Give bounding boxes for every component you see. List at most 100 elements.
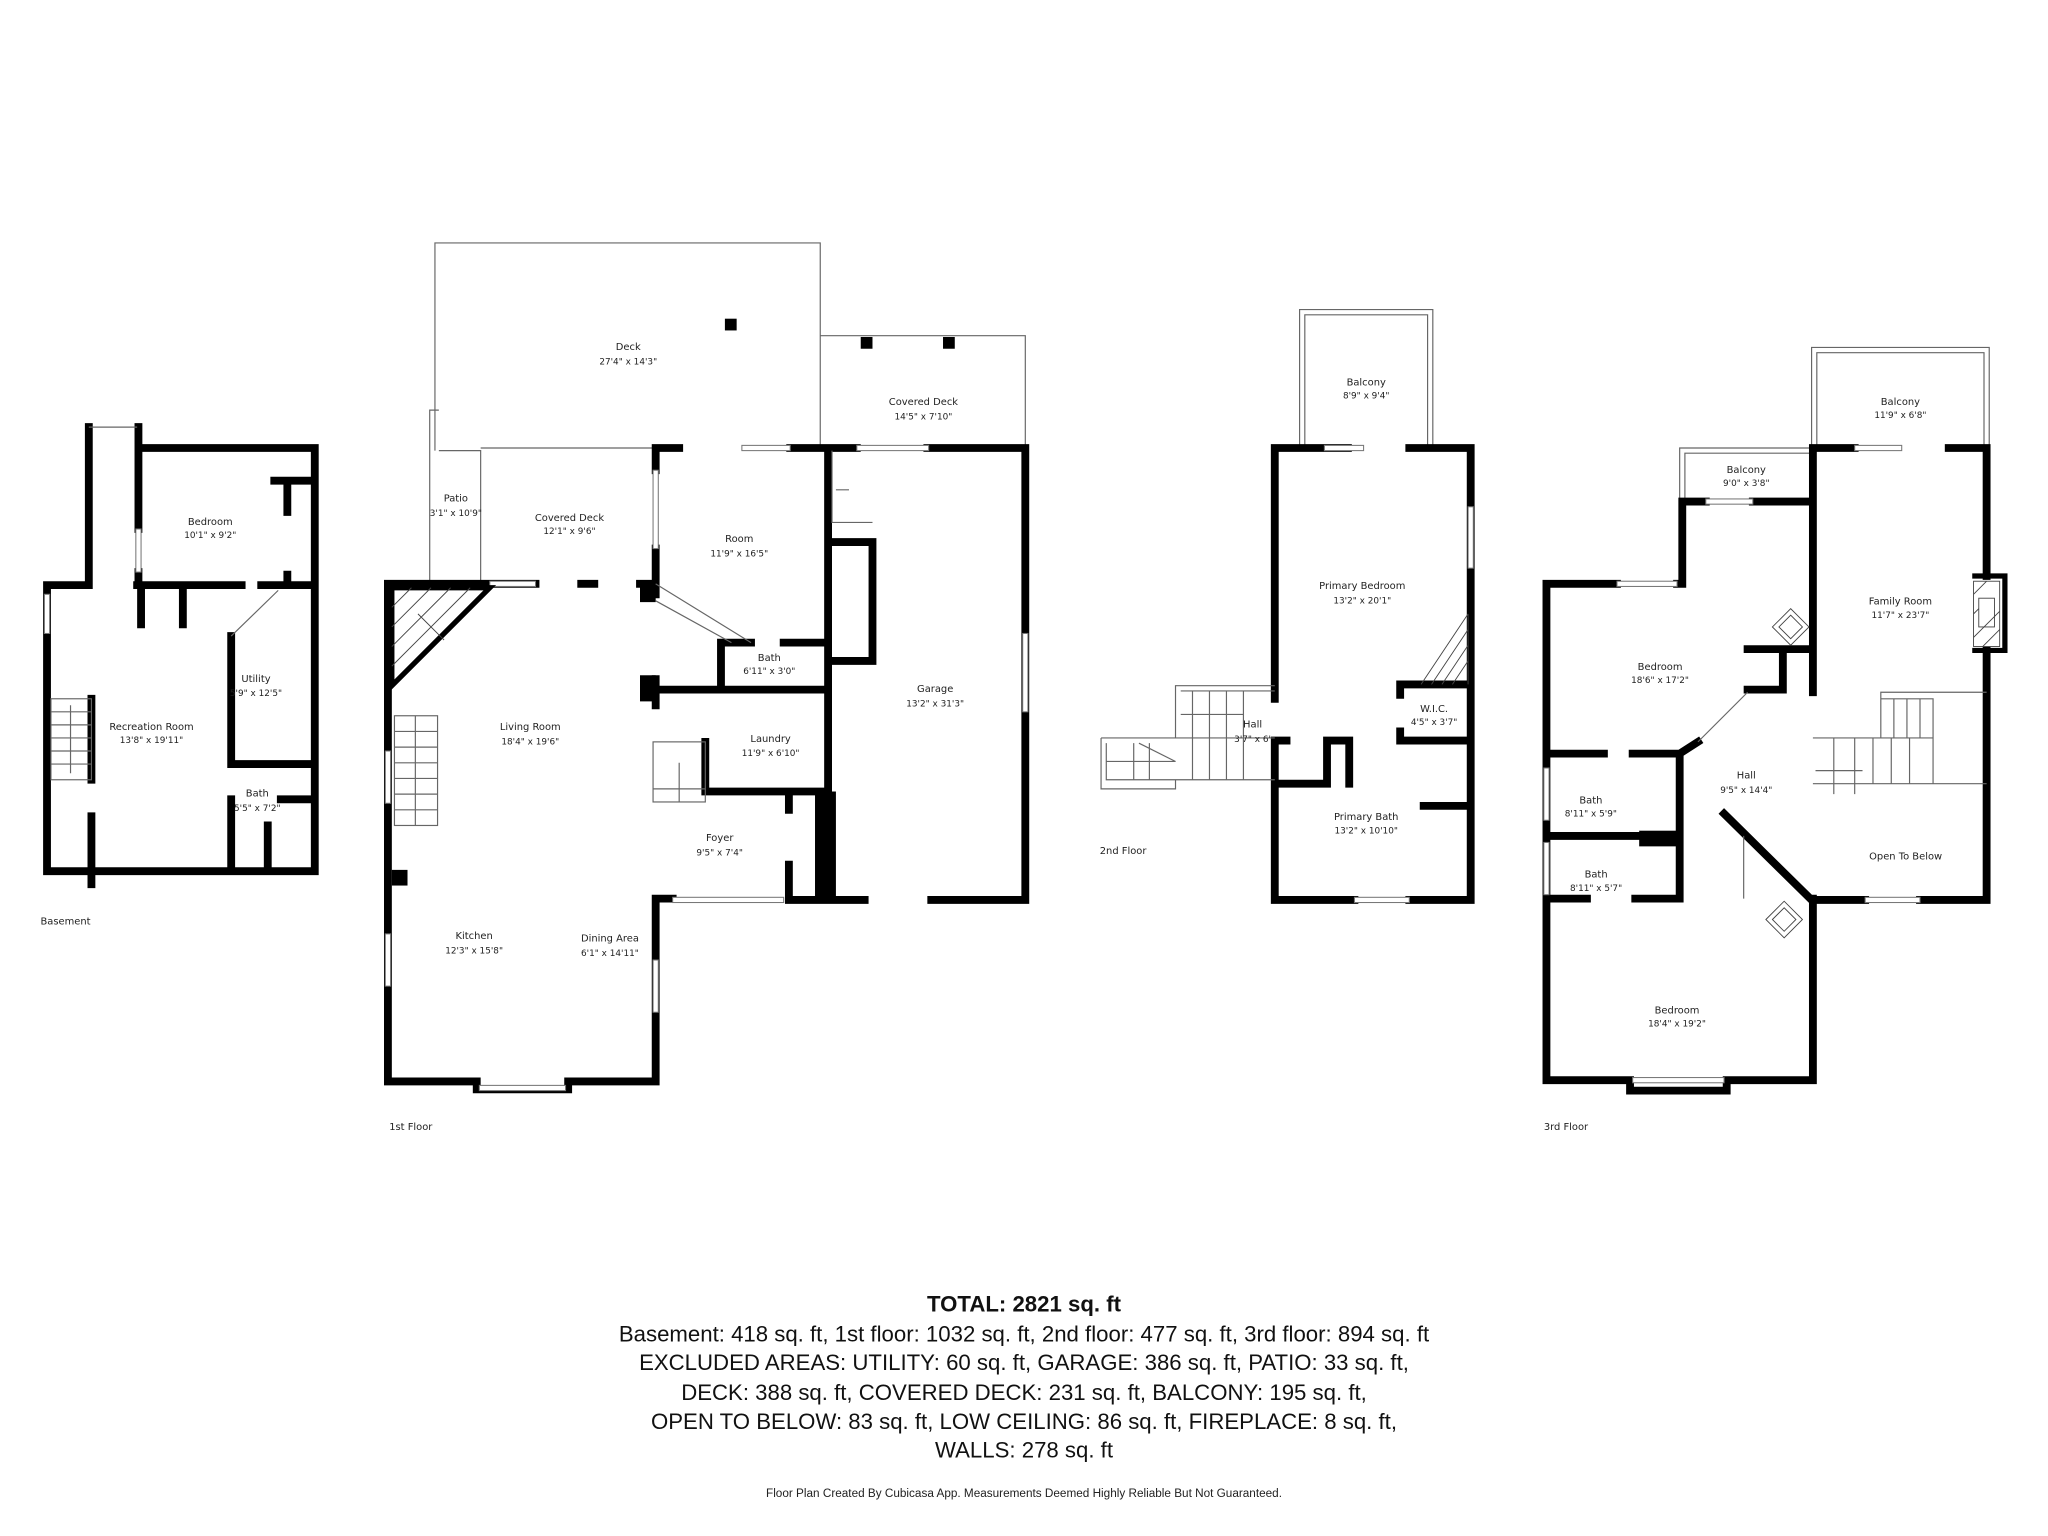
room-name: Dining Area (581, 934, 639, 945)
window (1543, 767, 1550, 821)
room-name: Kitchen (456, 931, 493, 942)
room-name: Bath (1585, 870, 1608, 881)
room-name: Bedroom (1655, 1006, 1700, 1017)
first-floor-walls (388, 0, 1306, 1089)
room-dims: 11'7" x 23'7" (1871, 611, 1929, 621)
window (1543, 841, 1550, 896)
room-name: Patio (444, 494, 468, 505)
window (384, 933, 392, 987)
garage-steps (831, 450, 873, 524)
wall-column (391, 869, 408, 886)
door-swing (1697, 691, 1749, 899)
room-name: Garage (917, 684, 953, 695)
floor-label-third: 3rd Floor (1544, 1122, 1589, 1133)
room-name: Primary Bath (1334, 812, 1398, 823)
room-name: Covered Deck (535, 513, 604, 524)
window (856, 444, 930, 452)
room-dims: 9'5" x 7'4" (696, 849, 743, 859)
area-summary: TOTAL: 2821 sq. ft Basement: 418 sq. ft,… (619, 1291, 1429, 1499)
room-name: Utility (241, 674, 270, 685)
low-ceiling-marker (1765, 608, 1810, 939)
room-name: Primary Bedroom (1319, 581, 1405, 592)
room-dims: 10'1" x 9'2" (184, 531, 236, 541)
window (1616, 580, 1678, 587)
room-name: Open To Below (1869, 851, 1942, 862)
wall-chase (815, 791, 836, 900)
low-ceiling-hatch (1420, 613, 1469, 685)
basement-plan: Bedroom 10'1" x 9'2" Utility 5'9" x 12'5… (40, 423, 319, 928)
room-dims: 12'3" x 15'8" (445, 946, 503, 956)
window (489, 580, 537, 587)
room-dims: 3'7" x 6' (1234, 735, 1271, 745)
room-dims: 9'5" x 14'4" (1720, 786, 1772, 796)
window (652, 959, 659, 1013)
room-dims: 18'4" x 19'2" (1648, 1020, 1706, 1030)
second-floor-stairs (1100, 685, 1275, 790)
room-name: Foyer (706, 833, 734, 844)
room-name: W.I.C. (1420, 704, 1448, 715)
room-dims: 14'5" x 7'10" (895, 412, 953, 422)
summary-line: OPEN TO BELOW: 83 sq. ft, LOW CEILING: 8… (651, 1409, 1397, 1434)
deck-post (724, 318, 737, 331)
room-name: Living Room (500, 722, 561, 733)
room-dims: 8'11" x 5'9" (1565, 809, 1617, 819)
room-dims: 13'8" x 19'11" (120, 736, 183, 746)
deck-post (860, 336, 873, 349)
wall-chase (1639, 830, 1679, 847)
window (1022, 632, 1029, 713)
window (1353, 896, 1410, 904)
room-name: Laundry (750, 734, 791, 745)
summary-line: WALLS: 278 sq. ft (935, 1438, 1113, 1463)
room-dims: 8'11" x 5'7" (1570, 884, 1622, 894)
floor-label-first: 1st Floor (389, 1122, 433, 1133)
summary-line: DECK: 388 sq. ft, COVERED DECK: 231 sq. … (681, 1380, 1367, 1405)
room-dims: 6'11" x 3'0" (743, 667, 795, 677)
window (1323, 444, 1365, 452)
room-name: Balcony (1727, 465, 1766, 476)
deck-outline (429, 242, 1026, 584)
basement-stairs (50, 698, 93, 781)
room-dims: 18'4" x 19'6" (501, 737, 559, 747)
fireplace (389, 585, 497, 693)
room-dims: 11'9" x 6'8" (1874, 411, 1926, 421)
room-dims: 9'0" x 3'8" (1723, 479, 1770, 489)
wall-column (640, 583, 656, 603)
total-area: TOTAL: 2821 sq. ft (927, 1291, 1122, 1316)
second-floor-walls (1270, 444, 1475, 904)
wall-column (640, 675, 656, 702)
summary-line: Basement: 418 sq. ft, 1st floor: 1032 sq… (619, 1321, 1429, 1346)
room-name: Room (725, 534, 753, 545)
third-floor-walls (1542, 444, 1991, 1095)
room-dims: 6'1" x 14'11" (581, 949, 639, 959)
second-floor-plan: Balcony 8'9" x 9'4" Primary Bedroom 13'2… (1100, 308, 1475, 904)
room-name: Balcony (1347, 377, 1386, 388)
window (1854, 444, 1903, 452)
room-name: Recreation Room (109, 722, 193, 733)
room-name: Covered Deck (889, 397, 958, 408)
room-dims: 13'2" x 31'3" (906, 700, 964, 710)
room-dims: 12'1" x 9'6" (543, 527, 595, 537)
room-dims: 27'4" x 14'3" (599, 357, 657, 367)
window (478, 1084, 567, 1092)
floor-label-basement: Basement (40, 917, 90, 928)
room-name: Balcony (1881, 397, 1920, 408)
deck-post (943, 336, 955, 349)
room-dims: 13'2" x 20'1" (1333, 596, 1391, 606)
window (1632, 1077, 1725, 1084)
window (672, 896, 785, 904)
third-floor-plan: Balcony 11'9" x 6'8" Balcony 9'0" x 3'8"… (1542, 346, 2008, 1133)
room-dims: 5'9" x 12'5" (230, 689, 282, 699)
room-dims: 11'9" x 16'5" (710, 549, 768, 559)
room-name: Bath (758, 653, 781, 664)
room-name: Hall (1737, 770, 1756, 781)
room-name: Bedroom (188, 517, 233, 528)
room-dims: 4'5" x 3'7" (1411, 718, 1458, 728)
room-dims: 11'9" x 6'10" (742, 749, 800, 759)
room-dims: 13'2" x 10'10" (1334, 826, 1397, 836)
first-floor-stairs (393, 715, 706, 827)
room-name: Family Room (1869, 597, 1932, 608)
summary-line: EXCLUDED AREAS: UTILITY: 60 sq. ft, GARA… (639, 1350, 1409, 1375)
basement-door-swing (88, 426, 279, 637)
room-dims: 8'9" x 9'4" (1343, 391, 1390, 401)
